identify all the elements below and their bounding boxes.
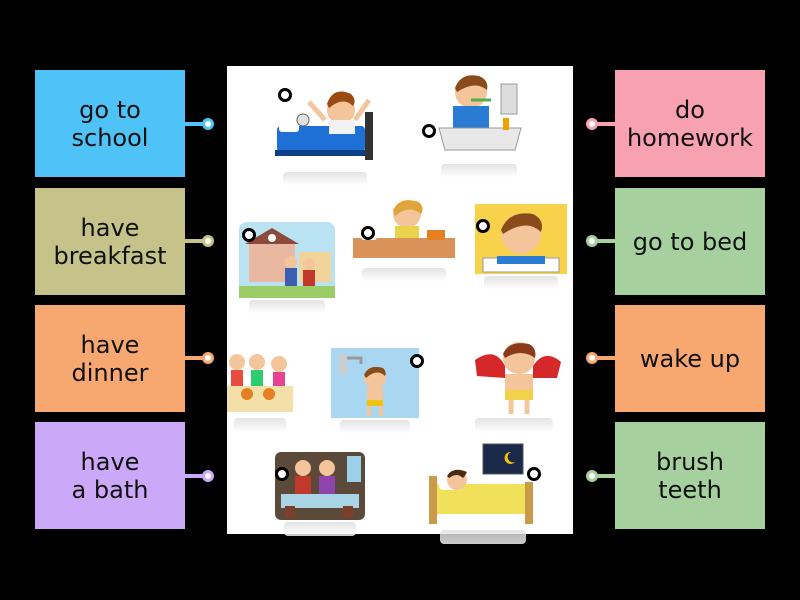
picture-shadow (248, 300, 326, 314)
right-connector-dot-3[interactable] (586, 470, 598, 482)
picture-anchor[interactable] (242, 228, 256, 242)
right-card-3[interactable]: brush teeth (615, 422, 765, 529)
picture-shadow (339, 420, 411, 434)
do-homework-picture[interactable] (475, 204, 567, 290)
right-card-2[interactable]: wake up (615, 305, 765, 412)
picture-shadow (233, 418, 287, 432)
picture-shadow (361, 268, 447, 282)
picture-anchor[interactable] (410, 354, 424, 368)
picture-shadow (474, 418, 554, 432)
family-dinner-table-icon (227, 354, 293, 412)
left-connector-dot-2[interactable] (202, 352, 214, 364)
left-card-1[interactable]: have breakfast (35, 188, 185, 295)
right-card-label: brush teeth (655, 447, 725, 504)
left-connector-1 (185, 239, 203, 243)
right-connector-dot-1[interactable] (586, 235, 598, 247)
left-connector-2 (185, 356, 203, 360)
brush-teeth-picture[interactable] (431, 70, 527, 178)
right-connector-3 (597, 474, 615, 478)
picture-shadow (484, 276, 558, 290)
picture-board (227, 66, 573, 544)
left-card-3[interactable]: have a bath (35, 422, 185, 529)
get-dressed-picture[interactable] (465, 336, 563, 432)
picture-anchor[interactable] (275, 467, 289, 481)
picture-anchor[interactable] (422, 124, 436, 138)
family-eating-icon (275, 452, 365, 520)
left-connector-3 (185, 474, 203, 478)
children-walking-to-school-icon (239, 222, 335, 298)
picture-anchor[interactable] (476, 219, 490, 233)
right-card-label: wake up (639, 344, 741, 373)
left-connector-dot-3[interactable] (202, 470, 214, 482)
boy-sleeping-icon (429, 443, 533, 524)
picture-shadow (283, 172, 367, 186)
picture-anchor[interactable] (527, 467, 541, 481)
left-connector-dot-1[interactable] (202, 235, 214, 247)
picture-anchor[interactable] (278, 88, 292, 102)
right-connector-1 (597, 239, 615, 243)
left-connector-0 (185, 122, 203, 126)
go-to-bed-picture[interactable] (429, 438, 537, 544)
boy-dressing-icon (475, 342, 561, 414)
right-card-label: go to bed (632, 227, 748, 256)
right-card-label: do homework (626, 95, 754, 152)
wake-up-picture[interactable] (273, 80, 377, 186)
right-connector-0 (597, 122, 615, 126)
boy-brushing-teeth-icon (438, 75, 522, 151)
left-card-2[interactable]: have dinner (35, 305, 185, 412)
picture-shadow (440, 164, 518, 178)
left-connector-dot-0[interactable] (202, 118, 214, 130)
picture-shadow (284, 522, 356, 536)
boy-writing-icon (475, 204, 567, 274)
family-meal-picture[interactable] (275, 452, 365, 536)
left-card-0[interactable]: go to school (35, 70, 185, 177)
right-card-0[interactable]: do homework (615, 70, 765, 177)
left-card-label: go to school (71, 95, 149, 152)
have-a-bath-picture[interactable] (331, 348, 419, 434)
right-connector-dot-0[interactable] (586, 118, 598, 130)
picture-anchor[interactable] (361, 226, 375, 240)
go-to-school-picture[interactable] (239, 222, 335, 314)
right-card-1[interactable]: go to bed (615, 188, 765, 295)
boy-stretching-in-bed-icon (275, 91, 373, 160)
have-dinner-picture[interactable] (227, 350, 293, 432)
left-card-label: have breakfast (53, 213, 167, 270)
left-card-label: have dinner (71, 330, 149, 387)
right-connector-dot-2[interactable] (586, 352, 598, 364)
picture-shadow (439, 530, 527, 544)
boy-showering-icon (331, 348, 419, 418)
girl-eating-breakfast-icon (353, 200, 455, 258)
have-breakfast-picture[interactable] (351, 196, 457, 282)
right-connector-2 (597, 356, 615, 360)
left-card-label: have a bath (71, 447, 149, 504)
